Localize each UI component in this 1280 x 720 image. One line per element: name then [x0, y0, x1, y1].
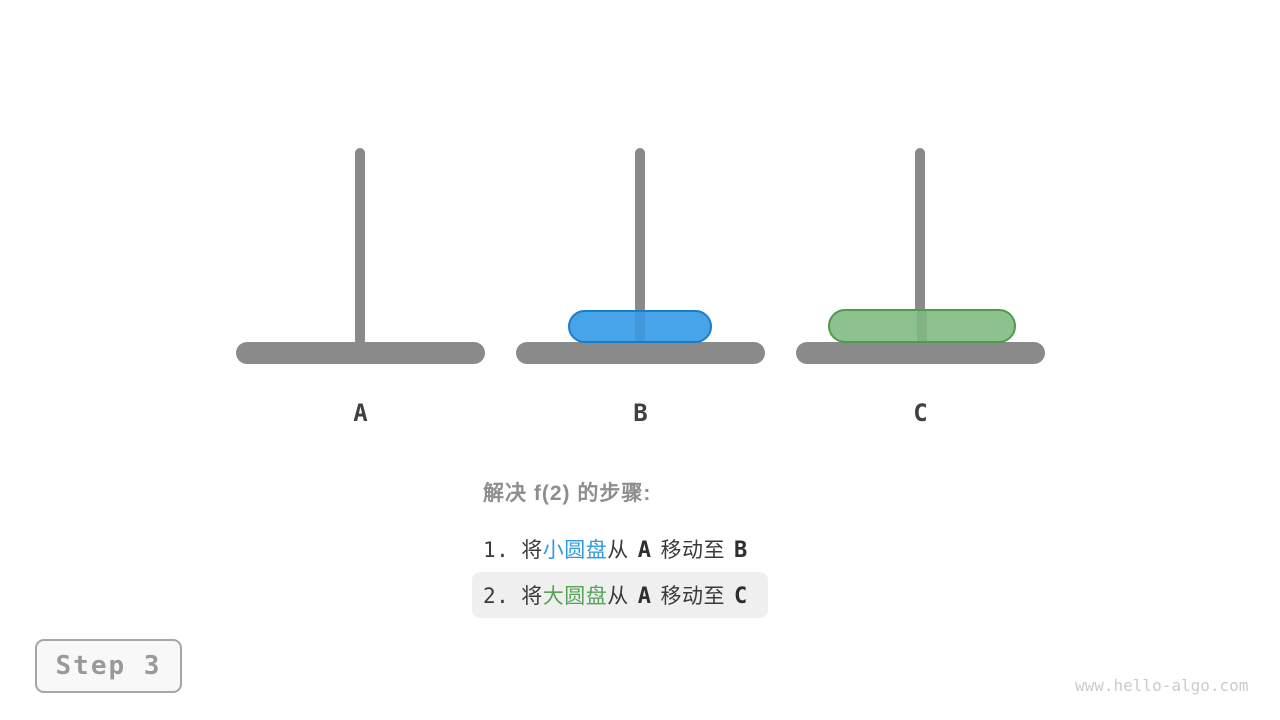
pole-through-disk-shade: [635, 312, 645, 341]
step-1-mid: 从: [607, 539, 629, 562]
step-2-to-peg: C: [734, 584, 748, 609]
step-badge: Step 3: [35, 639, 182, 693]
step-2-mid: 从: [607, 585, 629, 608]
large-disk: [828, 309, 1016, 343]
peg-c-pole: [915, 148, 925, 348]
small-disk: [568, 310, 712, 343]
step-1-from-peg: A: [637, 538, 652, 563]
peg-b-pole: [635, 148, 645, 348]
small-disk-ref: 小圆盘: [542, 539, 608, 562]
peg-b-label: B: [633, 399, 648, 427]
step-2-from-peg: A: [637, 584, 652, 609]
step-1-number: 1.: [483, 538, 510, 562]
pole-through-disk-shade: [917, 311, 927, 341]
step-2-pre: 将: [521, 585, 543, 608]
step-1-pre: 将: [521, 539, 543, 562]
large-disk-ref: 大圆盘: [542, 585, 608, 608]
peg-b-base: [516, 342, 765, 364]
step-1-to-peg: B: [734, 538, 748, 563]
step-1-move: 移动至: [660, 539, 726, 562]
step-2-move: 移动至: [660, 585, 726, 608]
peg-c-base: [796, 342, 1045, 364]
peg-a-pole: [355, 148, 365, 348]
step-badge-label: Step 3: [55, 651, 162, 681]
peg-a-label: A: [353, 399, 368, 427]
step-2-number: 2.: [483, 584, 510, 608]
peg-a-base: [236, 342, 485, 364]
watermark: www.hello-algo.com: [1075, 676, 1249, 695]
caption-heading: 解决 f(2) 的步骤:: [483, 482, 652, 505]
peg-c-label: C: [913, 399, 928, 427]
